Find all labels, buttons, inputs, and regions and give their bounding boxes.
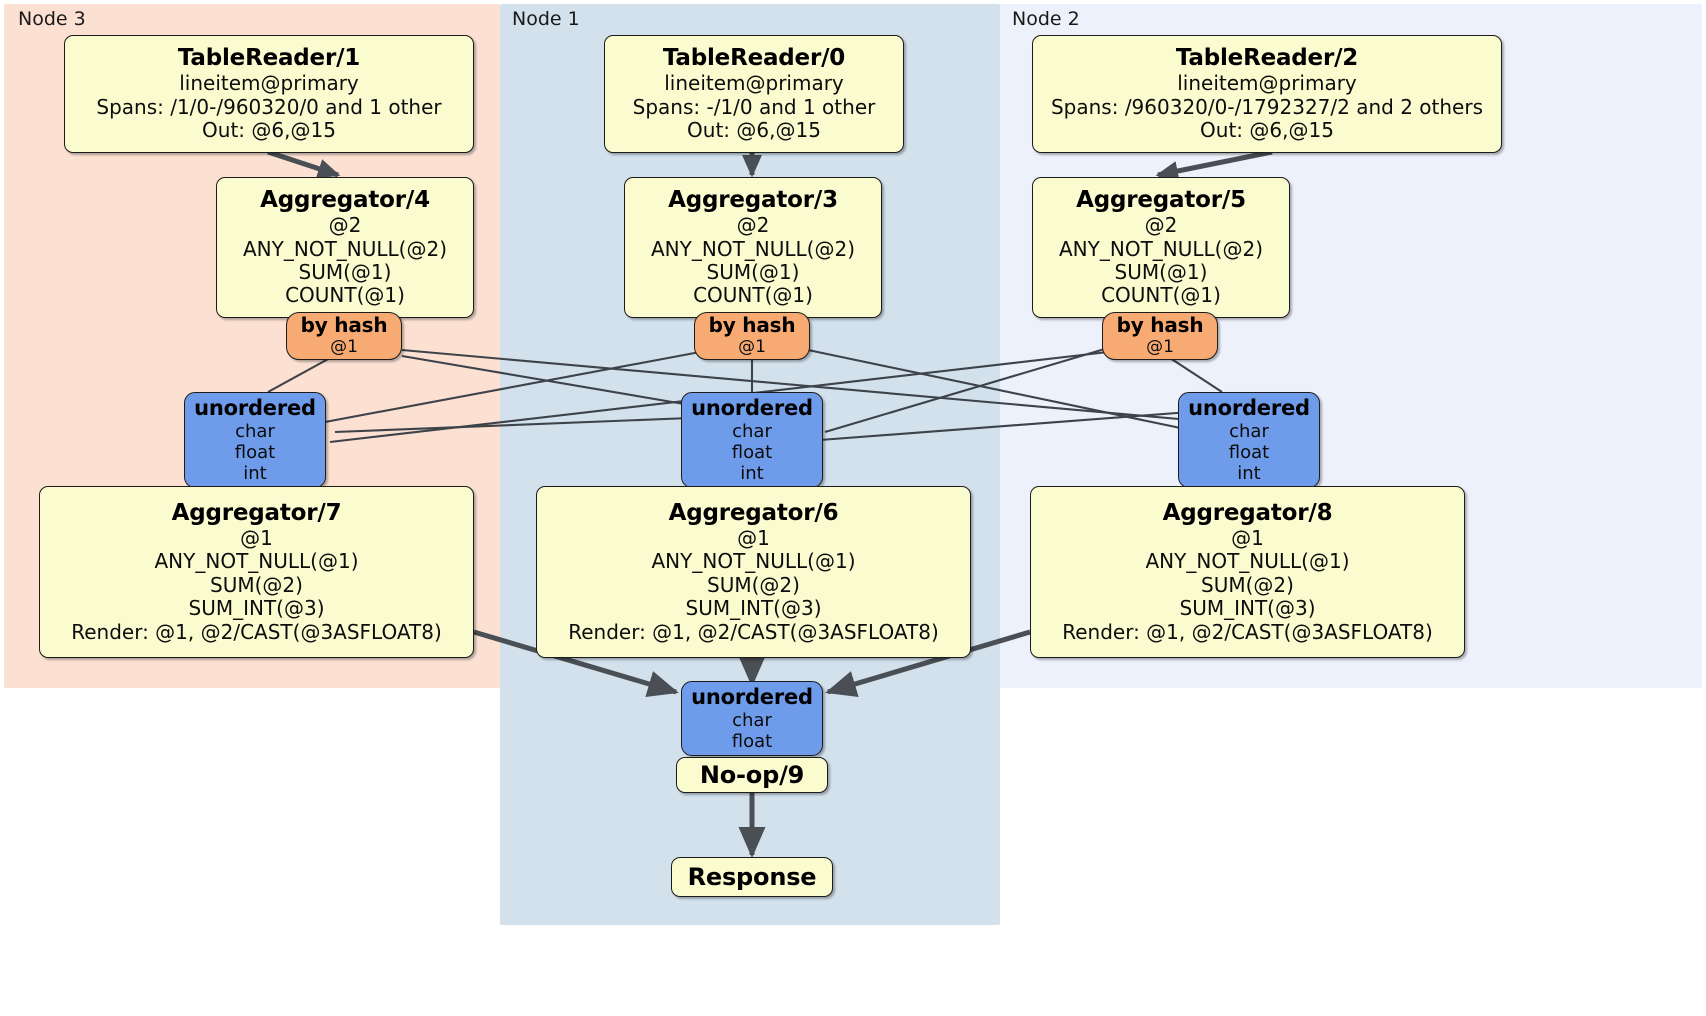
table-reader-0-title: TableReader/0	[662, 45, 846, 72]
aggregator-8-line-3: SUM_INT(@3)	[1179, 596, 1316, 621]
response-title: Response	[687, 862, 817, 891]
table-reader-0-line-0: lineitem@primary	[664, 71, 844, 96]
aggregator-7-box[interactable]: Aggregator/7 @1 ANY_NOT_NULL(@1) SUM(@2)…	[39, 486, 474, 658]
noop-9-title: No-op/9	[699, 760, 805, 789]
aggregator-6-title: Aggregator/6	[668, 500, 839, 527]
hash-router-left-title: by hash	[300, 313, 388, 338]
noop-9-box[interactable]: No-op/9	[676, 757, 828, 793]
synchronizer-center-line-2: int	[740, 462, 764, 484]
aggregator-7-line-0: @1	[240, 525, 273, 550]
table-reader-2-title: TableReader/2	[1175, 45, 1359, 72]
synchronizer-center-line-0: char	[732, 420, 772, 442]
region-label-node-2: Node 2	[1012, 8, 1080, 30]
aggregator-7-title: Aggregator/7	[171, 500, 342, 527]
aggregator-3-line-2: SUM(@1)	[706, 259, 800, 284]
aggregator-3-line-3: COUNT(@1)	[693, 283, 813, 308]
aggregator-6-line-0: @1	[737, 525, 770, 550]
synchronizer-right-line-0: char	[1229, 420, 1269, 442]
hash-router-center[interactable]: by hash @1	[694, 312, 810, 360]
aggregator-8-box[interactable]: Aggregator/8 @1 ANY_NOT_NULL(@1) SUM(@2)…	[1030, 486, 1465, 658]
hash-router-center-title: by hash	[708, 313, 796, 338]
aggregator-8-line-0: @1	[1231, 525, 1264, 550]
synchronizer-right[interactable]: unordered char float int	[1178, 392, 1320, 488]
table-reader-2-line-2: Out: @6,@15	[1200, 118, 1334, 143]
hash-router-right[interactable]: by hash @1	[1102, 312, 1218, 360]
table-reader-2-line-0: lineitem@primary	[1177, 71, 1357, 96]
table-reader-1-line-0: lineitem@primary	[179, 71, 359, 96]
aggregator-8-line-4: Render: @1, @2/CAST(@3ASFLOAT8)	[1062, 619, 1433, 644]
aggregator-3-line-0: @2	[736, 213, 770, 238]
hash-router-right-line-0: @1	[1146, 336, 1174, 357]
aggregator-7-line-3: SUM_INT(@3)	[188, 596, 325, 621]
aggregator-3-title: Aggregator/3	[668, 187, 838, 214]
synchronizer-center[interactable]: unordered char float int	[681, 392, 823, 488]
table-reader-2-line-1: Spans: /960320/0-/1792327/2 and 2 others	[1050, 94, 1483, 119]
aggregator-4-box[interactable]: Aggregator/4 @2 ANY_NOT_NULL(@2) SUM(@1)…	[216, 177, 474, 318]
aggregator-7-line-2: SUM(@2)	[210, 572, 303, 597]
synchronizer-final-line-0: char	[732, 709, 772, 731]
synchronizer-left-line-0: char	[235, 420, 275, 442]
aggregator-4-title: Aggregator/4	[260, 187, 430, 214]
aggregator-6-line-1: ANY_NOT_NULL(@1)	[651, 549, 856, 574]
aggregator-3-line-1: ANY_NOT_NULL(@2)	[651, 236, 855, 261]
response-box[interactable]: Response	[671, 857, 833, 897]
table-reader-2-box[interactable]: TableReader/2 lineitem@primary Spans: /9…	[1032, 35, 1502, 153]
synchronizer-center-title: unordered	[691, 396, 813, 421]
aggregator-5-line-3: COUNT(@1)	[1101, 283, 1221, 308]
aggregator-5-title: Aggregator/5	[1076, 187, 1246, 214]
synchronizer-left-title: unordered	[194, 396, 316, 421]
region-label-node-1: Node 1	[512, 8, 580, 30]
hash-router-left-line-0: @1	[330, 336, 358, 357]
aggregator-6-box[interactable]: Aggregator/6 @1 ANY_NOT_NULL(@1) SUM(@2)…	[536, 486, 971, 658]
synchronizer-right-title: unordered	[1188, 396, 1310, 421]
hash-router-center-line-0: @1	[738, 336, 766, 357]
table-reader-0-line-2: Out: @6,@15	[687, 118, 821, 143]
hash-router-right-title: by hash	[1116, 313, 1204, 338]
aggregator-6-line-2: SUM(@2)	[707, 572, 800, 597]
aggregator-7-line-4: Render: @1, @2/CAST(@3ASFLOAT8)	[71, 619, 442, 644]
table-reader-0-line-1: Spans: -/1/0 and 1 other	[632, 94, 876, 119]
aggregator-7-line-1: ANY_NOT_NULL(@1)	[154, 549, 359, 574]
aggregator-6-line-3: SUM_INT(@3)	[685, 596, 822, 621]
synchronizer-final[interactable]: unordered char float	[681, 681, 823, 756]
synchronizer-left-line-2: int	[243, 462, 267, 484]
aggregator-8-line-1: ANY_NOT_NULL(@1)	[1145, 549, 1350, 574]
aggregator-5-line-0: @2	[1144, 213, 1178, 238]
synchronizer-right-line-2: int	[1237, 462, 1261, 484]
aggregator-4-line-3: COUNT(@1)	[285, 283, 405, 308]
synchronizer-final-title: unordered	[691, 685, 813, 710]
aggregator-5-line-2: SUM(@1)	[1114, 259, 1208, 284]
synchronizer-right-line-1: float	[1228, 441, 1270, 463]
aggregator-8-line-2: SUM(@2)	[1201, 572, 1294, 597]
aggregator-4-line-2: SUM(@1)	[298, 259, 392, 284]
aggregator-6-line-4: Render: @1, @2/CAST(@3ASFLOAT8)	[568, 619, 939, 644]
aggregator-8-title: Aggregator/8	[1162, 500, 1333, 527]
table-reader-1-title: TableReader/1	[177, 45, 361, 72]
table-reader-0-box[interactable]: TableReader/0 lineitem@primary Spans: -/…	[604, 35, 904, 153]
hash-router-left[interactable]: by hash @1	[286, 312, 402, 360]
table-reader-1-box[interactable]: TableReader/1 lineitem@primary Spans: /1…	[64, 35, 474, 153]
table-reader-1-line-1: Spans: /1/0-/960320/0 and 1 other	[96, 94, 442, 119]
table-reader-1-line-2: Out: @6,@15	[202, 118, 336, 143]
aggregator-5-box[interactable]: Aggregator/5 @2 ANY_NOT_NULL(@2) SUM(@1)…	[1032, 177, 1290, 318]
synchronizer-center-line-1: float	[731, 441, 773, 463]
region-label-node-3: Node 3	[18, 8, 86, 30]
aggregator-4-line-0: @2	[328, 213, 362, 238]
aggregator-4-line-1: ANY_NOT_NULL(@2)	[243, 236, 447, 261]
synchronizer-left[interactable]: unordered char float int	[184, 392, 326, 488]
synchronizer-final-line-1: float	[731, 730, 773, 752]
aggregator-3-box[interactable]: Aggregator/3 @2 ANY_NOT_NULL(@2) SUM(@1)…	[624, 177, 882, 318]
aggregator-5-line-1: ANY_NOT_NULL(@2)	[1059, 236, 1263, 261]
synchronizer-left-line-1: float	[234, 441, 276, 463]
